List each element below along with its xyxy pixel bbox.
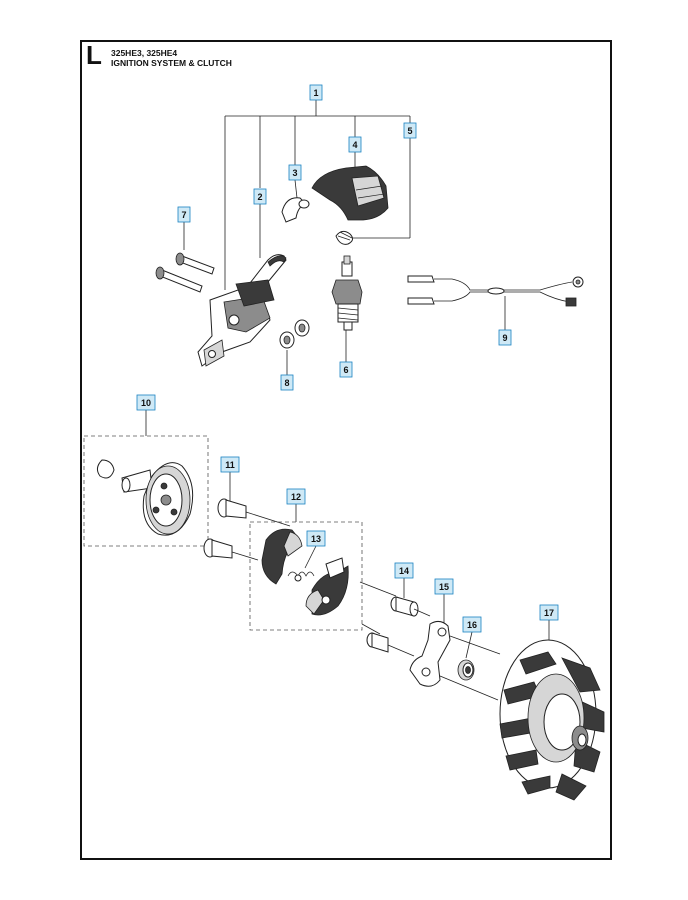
- callout-6: 6: [339, 361, 353, 378]
- clutch-spring: [287, 571, 315, 582]
- svg-text:14: 14: [399, 566, 409, 576]
- callout-11: 11: [220, 456, 240, 473]
- spacer-washers: [279, 319, 310, 349]
- svg-text:6: 6: [343, 365, 348, 375]
- clutch-shoes: [261, 528, 349, 616]
- svg-text:13: 13: [311, 534, 321, 544]
- callout-9: 9: [498, 329, 512, 346]
- clutch-assembly-group-outline: [249, 521, 363, 631]
- contact-spring: [335, 230, 354, 245]
- callout-7: 7: [177, 206, 191, 223]
- spacer: [366, 596, 431, 657]
- model-numbers: 325HE3, 325HE4: [111, 48, 178, 58]
- callout-13: 13: [306, 530, 326, 547]
- svg-text:5: 5: [407, 126, 412, 136]
- callout-14: 14: [394, 562, 414, 579]
- callout-5: 5: [403, 122, 417, 139]
- spark-plug-boot: [311, 165, 389, 221]
- wiring-harness: [407, 275, 584, 307]
- svg-text:17: 17: [544, 608, 554, 618]
- spark-plug: [331, 255, 363, 331]
- svg-text:15: 15: [439, 582, 449, 592]
- callout-10: 10: [136, 394, 156, 411]
- svg-text:1: 1: [313, 88, 318, 98]
- callout-8: 8: [280, 374, 294, 391]
- page-frame: [80, 40, 612, 860]
- clutch-bracket: [409, 620, 501, 701]
- callout-4: 4: [348, 136, 362, 153]
- clutch-drum: [96, 459, 194, 536]
- ht-lead-cap: [281, 197, 310, 223]
- shoulder-bolts: [203, 498, 291, 561]
- svg-text:10: 10: [141, 398, 151, 408]
- diagram-title: IGNITION SYSTEM & CLUTCH: [111, 58, 232, 68]
- mounting-screws: [155, 252, 215, 293]
- section-letter: L: [86, 40, 102, 70]
- flywheel: [499, 639, 605, 801]
- svg-text:16: 16: [467, 620, 477, 630]
- leader-lines: [145, 100, 550, 659]
- svg-text:3: 3: [292, 168, 297, 178]
- callout-15: 15: [434, 578, 454, 595]
- svg-text:12: 12: [291, 492, 301, 502]
- flywheel-washer: [457, 659, 475, 681]
- svg-text:7: 7: [181, 210, 186, 220]
- callout-3: 3: [288, 164, 302, 181]
- svg-text:8: 8: [284, 378, 289, 388]
- callout-2: 2: [253, 188, 267, 205]
- svg-text:2: 2: [257, 192, 262, 202]
- callout-1: 1: [309, 84, 323, 101]
- callout-17: 17: [539, 604, 559, 621]
- ignition-module: [197, 254, 287, 367]
- callout-12: 12: [286, 488, 306, 505]
- callout-16: 16: [462, 616, 482, 633]
- svg-text:9: 9: [502, 333, 507, 343]
- clutch-drum-group-outline: [83, 435, 209, 547]
- svg-text:4: 4: [352, 140, 357, 150]
- svg-text:11: 11: [225, 460, 235, 470]
